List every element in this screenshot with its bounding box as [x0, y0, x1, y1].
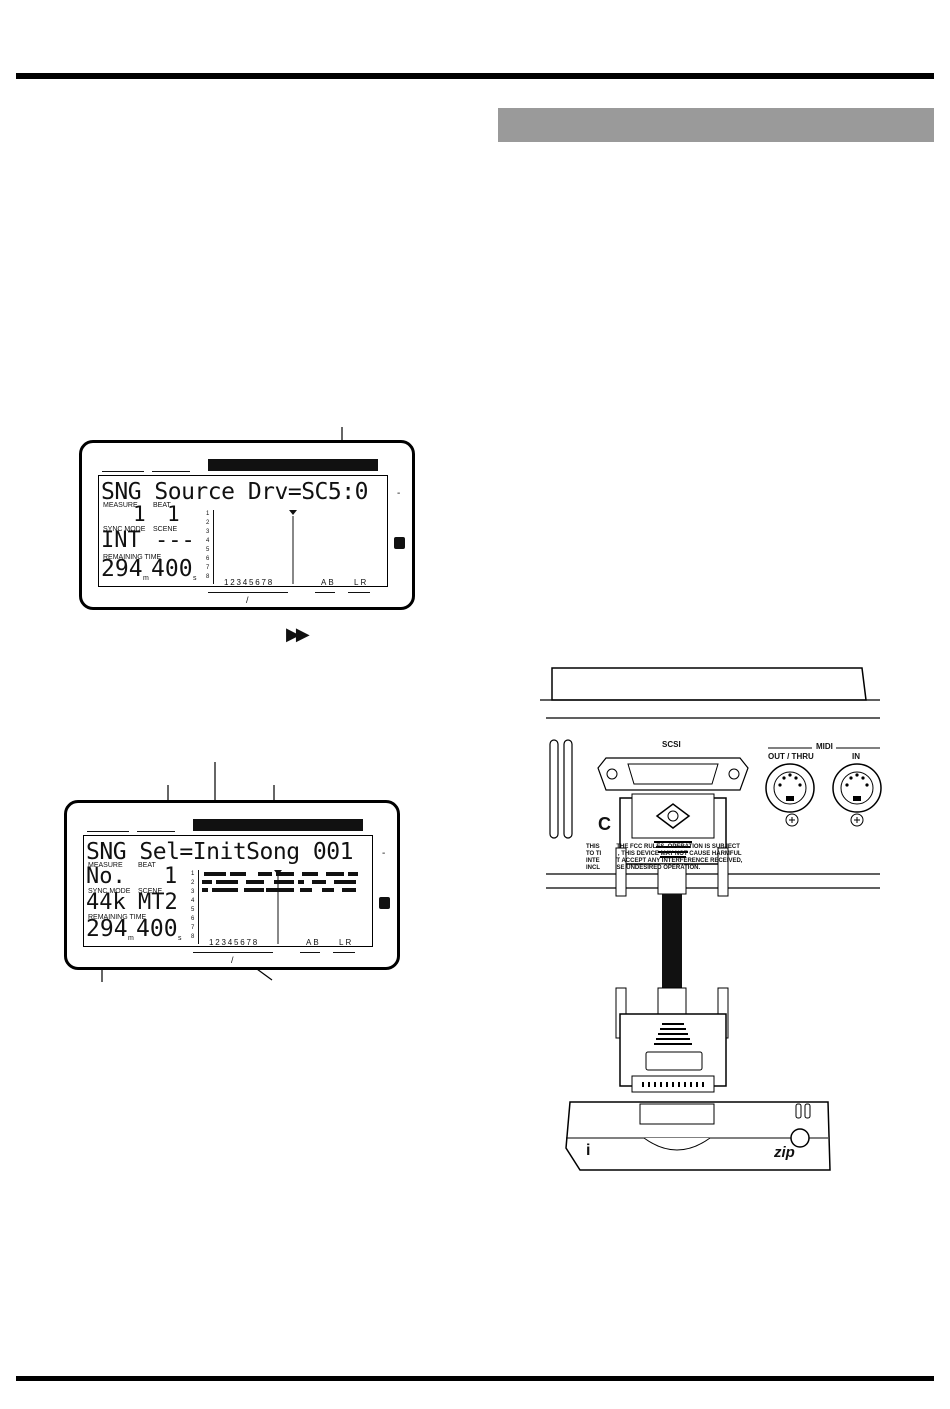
lcd2-row1: SNG Sel=InitSong 001 [86, 839, 353, 865]
lcd2-position-marker [274, 870, 282, 944]
lcd1-header-bar [208, 459, 378, 471]
lcd1-remaining-sec: 400 [151, 556, 193, 582]
lcd2-sync-mode-label: SYNC MODE [88, 888, 131, 895]
lcd2-header-bar [193, 819, 363, 831]
iomega-mark: i [586, 1142, 591, 1159]
lcd1-scene-value: --- [155, 528, 195, 553]
lcd1-under-line-1 [208, 592, 288, 593]
lcd2-measure-label: MEASURE [88, 862, 123, 869]
fcc-notice-line-3: INTE T ACCEPT ANY INTERFERENCE RECEIVED, [586, 858, 743, 864]
lcd2-remaining-label: REMAINING TIME [88, 914, 147, 921]
lcd2-beat-label: BEAT [138, 862, 156, 869]
lcd2-screen: SNG Sel=InitSong 001 MEASURE BEAT No. 1 … [83, 835, 373, 947]
midi-out-thru-label: OUT / THRU [768, 752, 814, 761]
lcd2-remaining-min: 294 [86, 916, 128, 942]
lcd1-track-number: 7 [206, 565, 210, 571]
lcd1-top-tab-1 [102, 471, 144, 472]
fast-forward-icon: ▶▶ [286, 624, 310, 645]
lcd2-row3-right: MT2 [138, 890, 178, 915]
lcd2-remaining-sec-unit: s [178, 935, 182, 942]
lcd2-bottom-tracks: 12345678 [209, 938, 259, 947]
lcd1-track-number: 8 [206, 574, 210, 580]
lcd1-top-tab-2 [152, 471, 190, 472]
section-heading-bar [498, 108, 934, 142]
lcd2-bottom-lr: LR [339, 938, 354, 947]
lcd1-remaining-min: 294 [101, 556, 143, 582]
lcd2-track-number: 3 [191, 889, 195, 895]
lcd1-position-marker [289, 510, 297, 584]
lcd1-track-number: 1 [206, 511, 210, 517]
scsi-port-label: SCSI [662, 740, 681, 749]
lcd1-track-number: 2 [206, 520, 210, 526]
lcd2-track-number: 5 [191, 907, 195, 913]
lcd1-slash: / [246, 595, 249, 605]
lcd2-top-tab-1 [87, 831, 129, 832]
lcd2-track-blocks [202, 872, 358, 892]
zip-logo: zip [774, 1144, 795, 1161]
lcd2-remaining-min-unit: m [128, 935, 134, 942]
lcd1-track-number: 6 [206, 556, 210, 562]
lcd1-under-line-3 [348, 592, 370, 593]
lcd1-measure-value: 1 [133, 502, 146, 526]
lcd2-meter-axis [198, 870, 199, 944]
lcd1-screen: SNG Source Drv=SC5:0 MEASURE BEAT 1 1 SY… [98, 475, 388, 587]
lcd1-track-number: 4 [206, 538, 210, 544]
bottom-rule [16, 1376, 934, 1381]
midi-in-label: IN [852, 752, 860, 761]
lcd1-bottom-ab: AB [321, 578, 336, 587]
lcd2-track-number: 2 [191, 880, 195, 886]
lcd1-remaining-sec-unit: s [193, 575, 197, 582]
lcd1-side-button[interactable] [394, 537, 405, 549]
lcd2-remaining-sec: 400 [136, 916, 178, 942]
lcd2-track-number: 4 [191, 898, 195, 904]
fcc-notice-line-2: TO TI , THIS DEVICE MAY NOT CAUSE HARMFU… [586, 851, 742, 857]
lcd1-track-number: 5 [206, 547, 210, 553]
midi-label: MIDI [816, 742, 833, 751]
lcd-display-2: SNG Sel=InitSong 001 MEASURE BEAT No. 1 … [64, 800, 400, 970]
lcd2-under-line-1 [193, 952, 273, 953]
lcd1-track-number: 3 [206, 529, 210, 535]
lcd1-bottom-tracks: 12345678 [224, 578, 274, 587]
lcd2-slash: / [231, 955, 234, 965]
lcd1-row1: SNG Source Drv=SC5:0 [101, 479, 368, 505]
lcd2-under-line-2 [300, 952, 320, 953]
lcd2-track-number: 6 [191, 916, 195, 922]
ce-mark-icon: C [598, 814, 611, 834]
fcc-notice-line-1: THIS THE FCC RULES. OPERATION IS SUBJECT [586, 844, 740, 850]
lcd1-meter-axis [213, 510, 214, 584]
top-rule [16, 73, 934, 79]
lcd1-side-dash: - [397, 488, 401, 499]
lcd2-under-line-3 [333, 952, 355, 953]
lcd2-row2-left: No. [86, 864, 126, 889]
lcd2-side-dash: - [382, 848, 386, 859]
lcd2-bottom-ab: AB [306, 938, 321, 947]
fcc-notice-line-4: INCL SE UNDESIRED OPERATION. [586, 865, 701, 871]
lcd1-beat-value: 1 [167, 502, 180, 526]
lcd1-under-line-2 [315, 592, 335, 593]
lcd2-side-button[interactable] [379, 897, 390, 909]
lcd2-track-number: 7 [191, 925, 195, 931]
lcd1-remaining-label: REMAINING TIME [103, 554, 162, 561]
lcd2-track-number: 8 [191, 934, 195, 940]
lcd2-row2-right: 1 [164, 864, 178, 889]
lcd1-bottom-lr: LR [354, 578, 369, 587]
lcd2-track-number: 1 [191, 871, 195, 877]
lcd1-scene-label: SCENE [153, 526, 178, 533]
lcd1-sync-mode-value: INT [101, 528, 141, 553]
lcd1-remaining-min-unit: m [143, 575, 149, 582]
lcd1-measure-label: MEASURE [103, 502, 138, 509]
lcd-display-1: SNG Source Drv=SC5:0 MEASURE BEAT 1 1 SY… [79, 440, 415, 610]
lcd1-beat-label: BEAT [153, 502, 171, 509]
lcd2-scene-label: SCENE [138, 888, 163, 895]
lcd2-row3-left: 44k [86, 890, 126, 915]
lcd2-top-tab-2 [137, 831, 175, 832]
lcd1-sync-mode-label: SYNC MODE [103, 526, 146, 533]
